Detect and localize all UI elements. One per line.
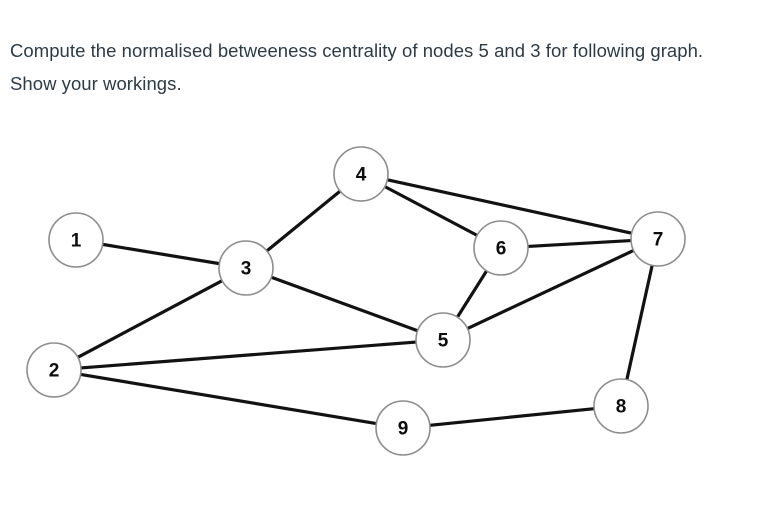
graph-edge-2-3: [76, 279, 224, 359]
graph-node-label-1: 1: [71, 231, 82, 252]
graph-edge-2-5: [79, 340, 418, 370]
graph-node-7: 7: [630, 211, 686, 267]
graph-node-9: 9: [375, 400, 431, 456]
graph-edge-2-9: [79, 372, 378, 426]
graph-canvas: 1 2 3 4 5 6 7 8 9: [26, 146, 686, 456]
graph-node-label-9: 9: [398, 419, 409, 440]
graph-edge-6-7: [526, 238, 633, 249]
graph-node-3: 3: [218, 240, 274, 296]
graph-node-label-8: 8: [616, 397, 627, 418]
graph-node-label-3: 3: [241, 259, 252, 280]
graph-figure: 1 2 3 4 5 6 7 8 9: [0, 120, 760, 508]
graph-edge-5-7: [465, 248, 636, 331]
graph-edge-1-3: [101, 242, 221, 266]
graph-node-circle-6: [473, 220, 529, 276]
graph-edge-3-4: [265, 189, 342, 253]
graph-node-6: 6: [473, 220, 529, 276]
graph-node-2: 2: [26, 342, 82, 398]
graph-node-label-4: 4: [356, 165, 367, 186]
graph-edge-5-6: [455, 269, 489, 319]
graph-node-label-6: 6: [496, 239, 507, 260]
graph-node-label-7: 7: [653, 230, 664, 251]
graph-edge-4-7: [385, 178, 634, 235]
graph-edge-8-9: [428, 407, 596, 427]
graph-node-8: 8: [593, 378, 649, 434]
graph-node-circle-9: [375, 400, 431, 456]
graph-node-circle-4: [333, 146, 389, 202]
graph-node-circle-8: [593, 378, 649, 434]
graph-node-circle-5: [415, 312, 471, 368]
graph-edge-7-8: [625, 263, 654, 382]
graph-node-circle-2: [26, 342, 82, 398]
graph-edge-3-5: [269, 275, 420, 333]
graph-node-label-2: 2: [49, 361, 60, 382]
graph-node-1: 1: [48, 212, 104, 268]
graph-node-circle-7: [630, 211, 686, 267]
graph-node-label-5: 5: [438, 331, 449, 352]
edge-layer: [76, 178, 654, 427]
graph-node-4: 4: [333, 146, 389, 202]
graph-node-circle-1: [48, 212, 104, 268]
node-layer: 1 2 3 4 5 6 7 8 9: [26, 146, 686, 456]
question-prompt: Compute the normalised betweeness centra…: [10, 40, 709, 94]
graph-edge-4-6: [383, 185, 479, 237]
graph-node-circle-3: [218, 240, 274, 296]
graph-node-5: 5: [415, 312, 471, 368]
